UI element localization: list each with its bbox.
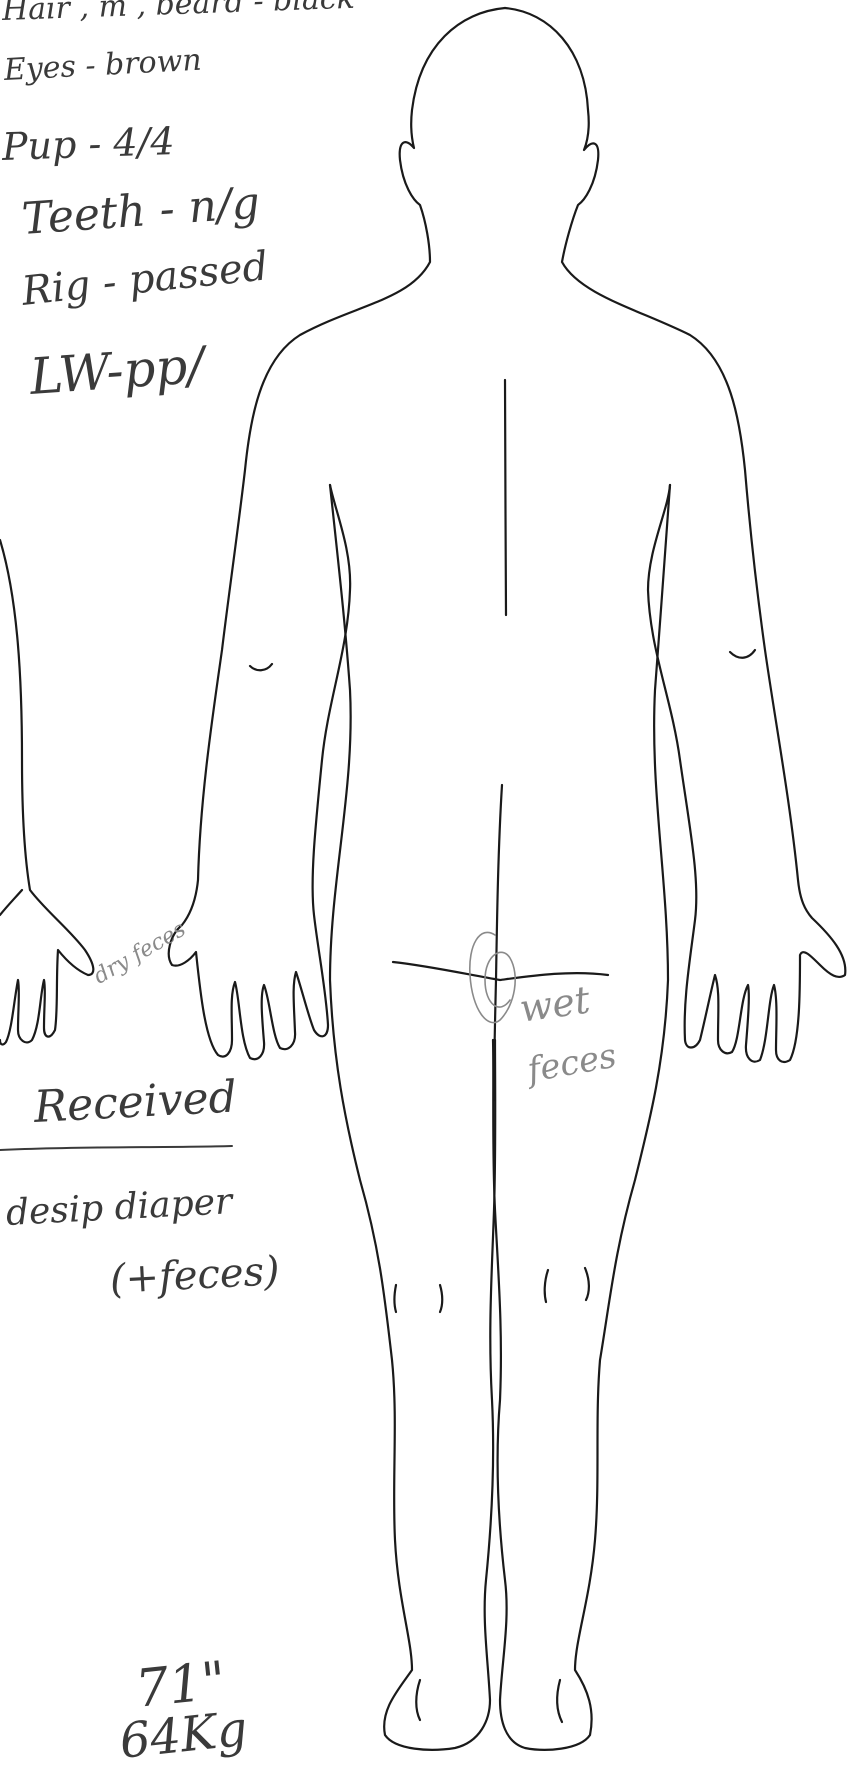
partial-front-figure-wrist	[0, 890, 22, 915]
note-weight: 64Kg	[117, 1705, 249, 1766]
note-pupils: Pup - 4/4	[1, 122, 175, 166]
knee-mark-3	[545, 1270, 548, 1302]
partial-front-figure-arm	[0, 540, 93, 1044]
received-underline	[0, 1146, 232, 1150]
body-outline-right	[505, 8, 845, 1062]
foot-left-detail	[416, 1680, 420, 1720]
elbow-mark-left	[250, 664, 272, 670]
gluteal-cleft	[494, 785, 502, 1100]
elbow-mark-right	[730, 650, 755, 658]
note-lw: LW-pp/	[28, 340, 205, 402]
gluteal-fold	[393, 962, 608, 980]
knee-mark-4	[585, 1268, 589, 1300]
body-outline-left	[169, 8, 505, 1059]
torso-right-edge	[493, 485, 670, 1750]
knee-mark-1	[395, 1285, 397, 1312]
foot-right-detail	[557, 1680, 562, 1722]
note-wet: wet	[517, 980, 592, 1027]
torso-left-edge	[330, 485, 495, 1750]
feces-location-scribble	[470, 932, 515, 1022]
note-received: Received	[33, 1075, 238, 1130]
spine-line	[505, 380, 506, 615]
knee-mark-2	[440, 1285, 442, 1312]
note-received-items-2: (+feces)	[109, 1251, 281, 1300]
